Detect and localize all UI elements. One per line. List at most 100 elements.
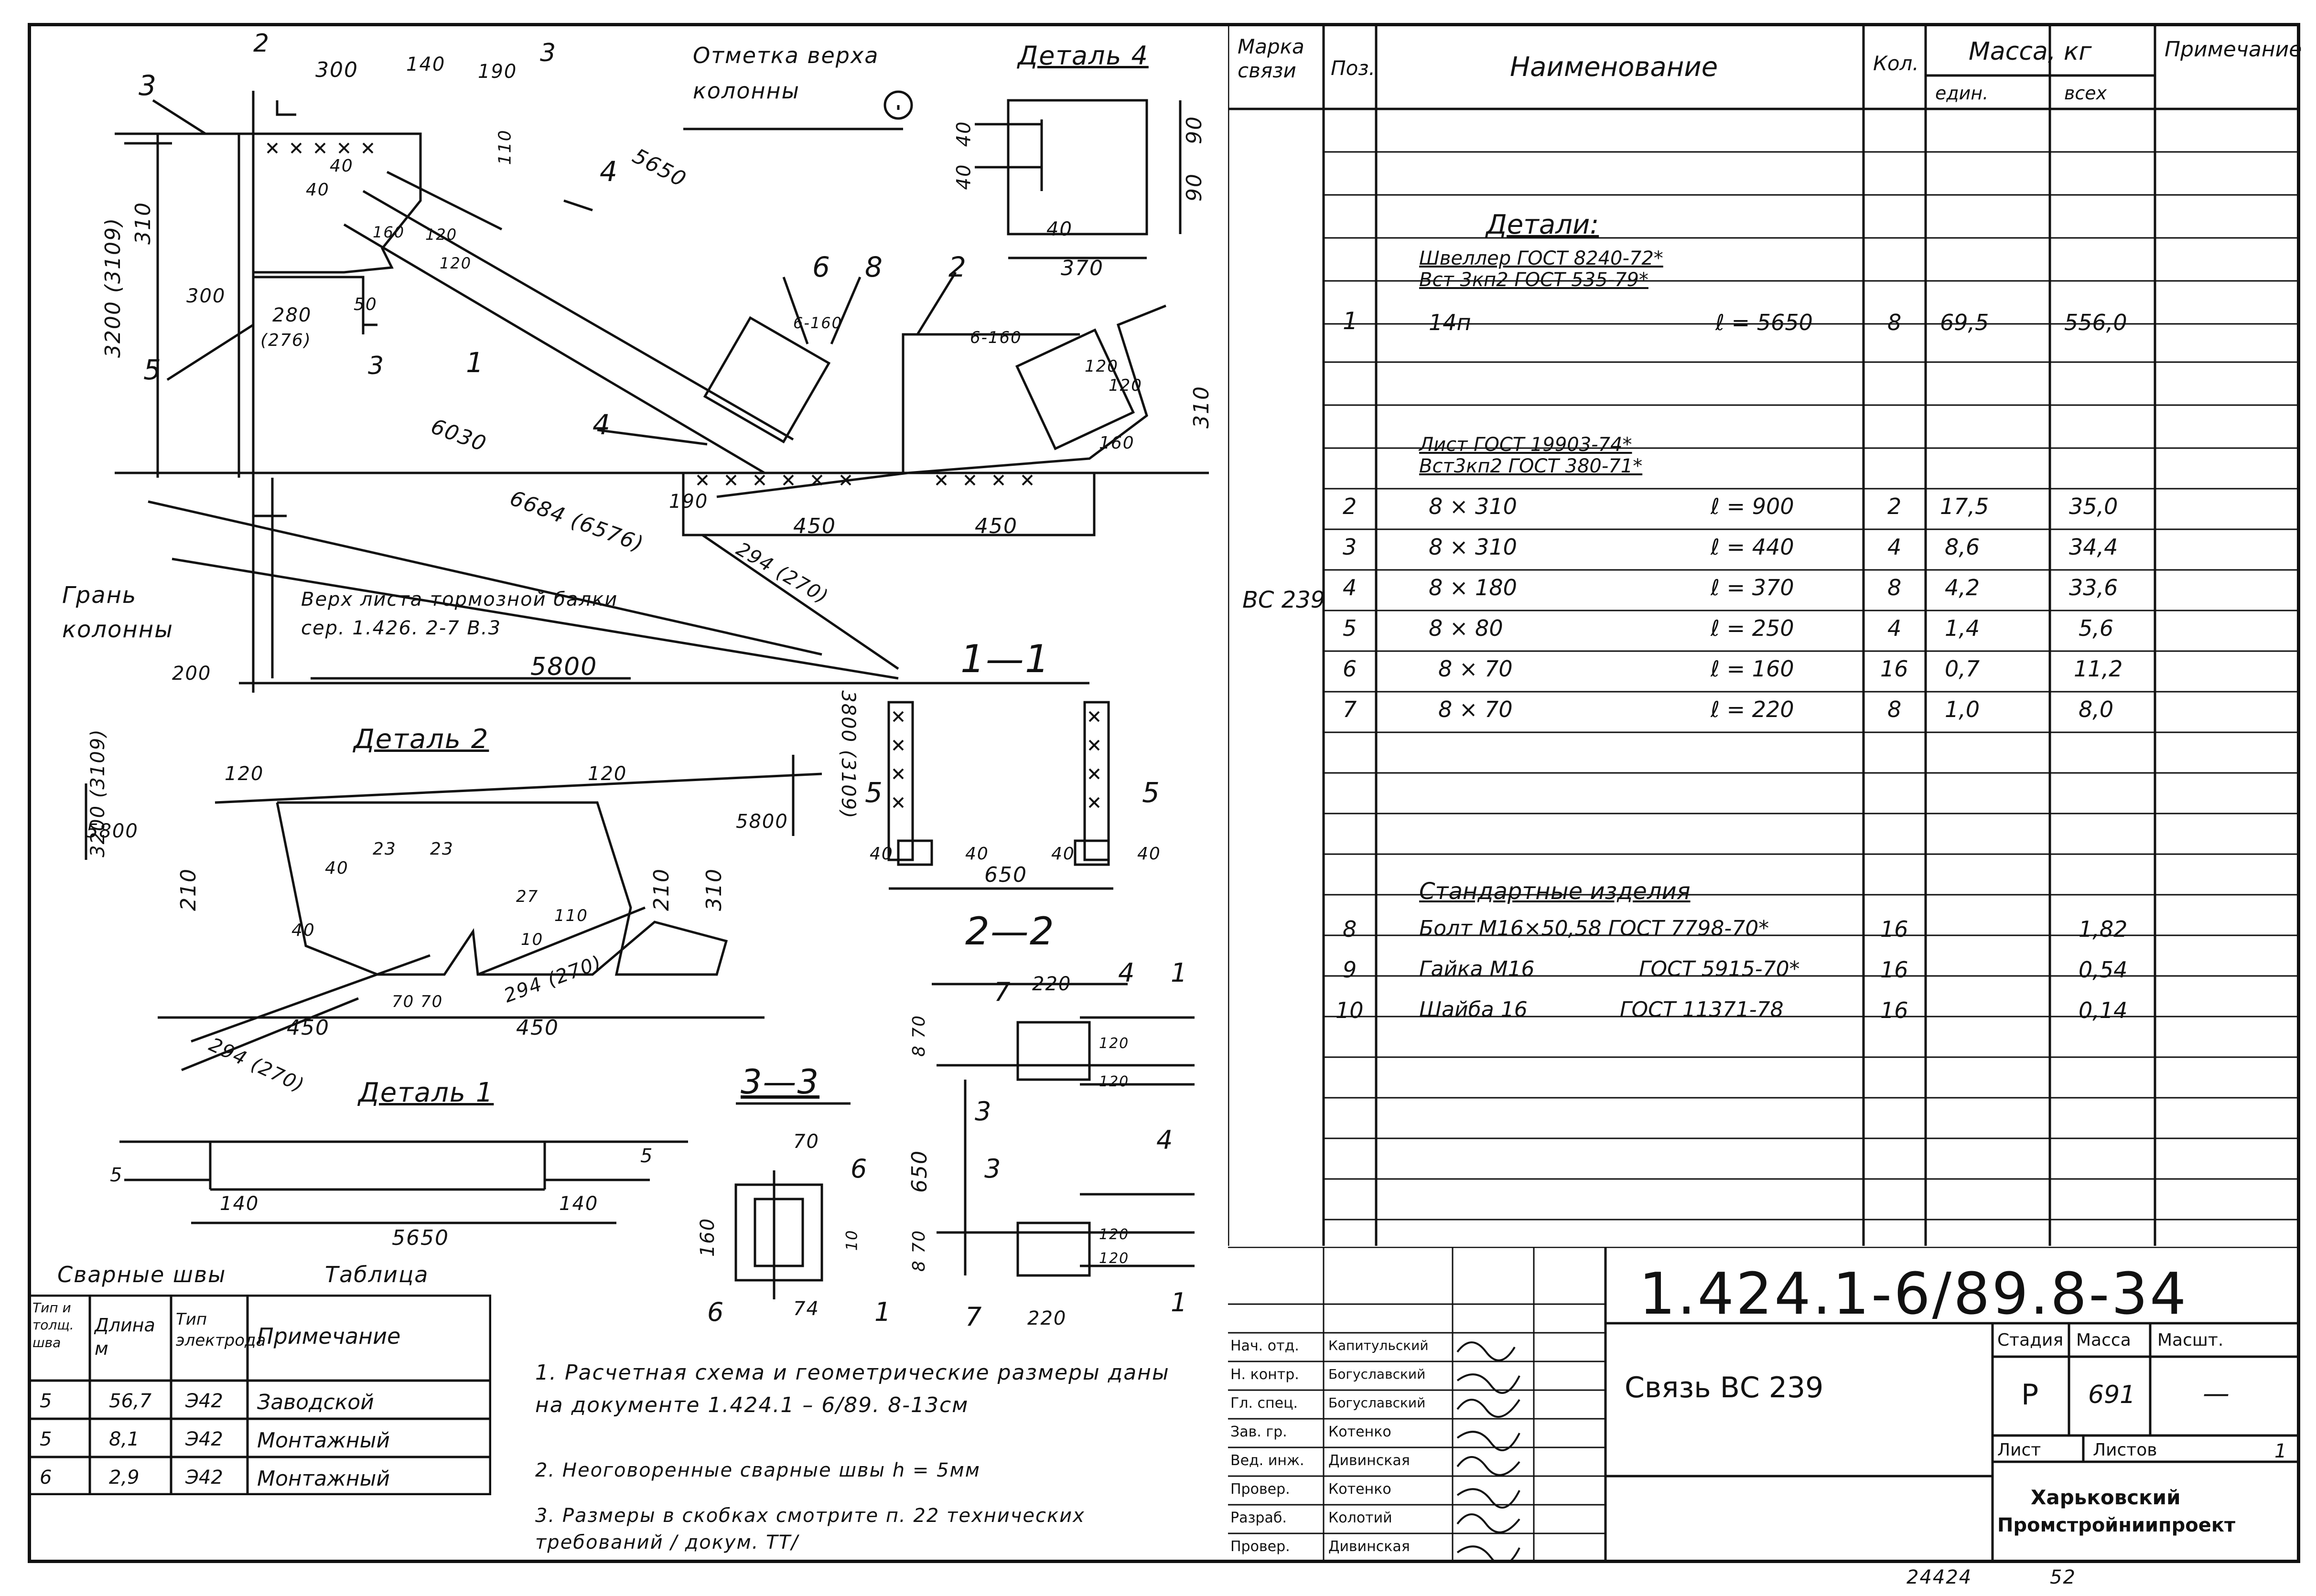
callout-4d: 4 [1156,1125,1174,1155]
s22-dim-120b: 120 [1099,1073,1130,1090]
sig-role-2: Н. контр. [1230,1366,1299,1383]
dim-280: 280 [272,304,312,326]
dim-310: 310 [130,202,155,245]
mass-value: 691 [2088,1381,2136,1409]
scale-value: — [2203,1378,2230,1409]
s11-dim-40a: 40 [870,844,894,864]
spec-row-5-qty: 4 [1887,615,1902,641]
d2-dim-40b: 40 [291,921,315,940]
spec-row-6-qty: 16 [1880,656,1908,682]
spec-row-4-pos: 4 [1343,575,1357,600]
sig-role-1: Нач. отд. [1230,1338,1299,1354]
callout-7a: 7 [994,977,1012,1007]
spec-row-10-pos: 10 [1336,997,1364,1023]
d2-dim-10: 10 [521,930,544,949]
weld-row-2-electrode: Э42 [185,1428,223,1450]
d2-dim-70b: 70 [420,992,443,1011]
weld-table: Тип и толщ. шва Длина м Тип электрода Пр… [28,1295,491,1495]
sig-role-3: Гл. спец. [1230,1395,1298,1412]
d2-dim-5800b: 5800 [736,811,788,833]
dim-450a: 450 [793,514,836,538]
d1-dim-140b: 140 [559,1193,599,1215]
dim-190: 190 [478,61,517,83]
spec-row-8-qty: 16 [1880,916,1908,942]
s22-dim-120a: 120 [1099,1035,1130,1052]
spec-mark-value: ВС 239 [1242,587,1325,613]
sig-name-1: Капитульский [1328,1338,1429,1353]
note-2: 2. Неоговоренные сварные швы h = 5мм [535,1459,980,1481]
callout-3c: 3 [984,1154,1002,1184]
spec-row-2-qty: 2 [1887,493,1902,519]
s22-dim-220b: 220 [1027,1307,1067,1329]
spec-header-note: Примечание [2165,37,2302,62]
note-3: 3. Размеры в скобках смотрите п. 22 техн… [535,1505,1085,1553]
s22-dim-220a: 220 [1032,973,1072,995]
d2-dim-23b: 23 [430,839,454,859]
dim-5800: 5800 [530,653,598,681]
dim-370: 370 [1061,256,1104,280]
sheet-label: Лист [1997,1440,2041,1460]
d2-dim-210a: 210 [176,868,201,911]
spec-row-6-unit: 0,7 [1945,656,1980,682]
weld-row-1-length: 56,7 [109,1390,152,1412]
sig-name-3: Богуславский [1328,1395,1426,1411]
dim-200: 200 [172,663,212,685]
spec-row-4-len: ℓ = 370 [1711,575,1794,600]
spec-details-heading: Детали: [1486,209,1599,240]
callout-2a: 2 [948,251,967,283]
weld-header-note: Примечание [257,1323,401,1349]
s33-dim-10: 10 [842,1229,861,1251]
spec-row-7-unit: 1,0 [1945,696,1980,722]
spec-row-9-pos: 9 [1343,957,1357,983]
spec-row-4-qty: 8 [1887,575,1902,600]
d2-dim-120b: 120 [588,763,627,785]
spec-row-5-len: ℓ = 250 [1711,615,1794,641]
spec-row-6-len: ℓ = 160 [1711,656,1794,682]
spec-row-2-total: 35,0 [2069,493,2118,519]
section-3-3-title: 3—3 [741,1062,820,1102]
d2-dim-40a: 40 [325,858,349,878]
specification-table: Марка связи Поз. Наименование Кол. Масса… [1228,23,2302,1246]
callout-1d: 1 [874,1297,892,1327]
dim-40b: 40 [306,180,330,200]
callout-4b: 4 [592,408,611,441]
spec-row-5-unit: 1,4 [1945,615,1980,641]
dim-300-left: 300 [186,285,226,307]
weld-row-2-length: 8,1 [109,1428,140,1450]
spec-row-4-total: 33,6 [2069,575,2118,600]
section-2-2-title: 2—2 [965,909,1055,953]
weld-row-1-electrode: Э42 [185,1390,223,1412]
spec-row-1-total: 556,0 [2064,310,2127,335]
section-marker-3-top: 3 [540,39,557,67]
callout-5a: 5 [143,353,162,386]
sig-name-7: Колотий [1328,1510,1392,1526]
s11-dim-40d: 40 [1137,844,1161,864]
spec-row-4-unit: 4,2 [1945,575,1980,600]
callout-8a: 8 [865,251,883,283]
dim-40a: 40 [330,156,354,176]
d1-dim-5650: 5650 [392,1226,449,1250]
spec-row-8-pos: 8 [1343,916,1357,942]
weld-header-electrode: Тип электрода [176,1310,266,1350]
spec-row-1-len: ℓ = 5650 [1715,310,1813,335]
sig-role-5: Вед. инж. [1230,1452,1304,1469]
spec-row-9-total: 0,54 [2079,957,2128,983]
sheets-label: Листов [2093,1440,2157,1460]
spec-row-3-pos: 3 [1343,534,1357,560]
spec-row-3-len: ℓ = 440 [1711,534,1794,560]
dim-300: 300 [315,58,358,82]
scale-label: Масшт. [2157,1330,2224,1350]
dim-6-160a: 6-160 [970,328,1022,347]
stage-value: Р [2021,1378,2039,1412]
callout-4c: 4 [1118,958,1136,988]
section-marker-3-bottom: 3 [368,352,385,380]
d1-dim-140a: 140 [220,1193,259,1215]
spec-standard-heading: Стандартные изделия [1419,878,1691,905]
sig-role-8: Провер. [1230,1538,1290,1555]
spec-row-5-name: 8 × 80 [1429,615,1503,641]
dim-310-right: 310 [1189,386,1214,428]
d1-dim-5b: 5 [640,1145,654,1167]
spec-row-8-name: Болт М16×50,58 ГОСТ 7798-70* [1419,916,1769,941]
d2-dim-310: 310 [701,868,726,911]
weld-row-3-note: Монтажный [257,1467,390,1491]
